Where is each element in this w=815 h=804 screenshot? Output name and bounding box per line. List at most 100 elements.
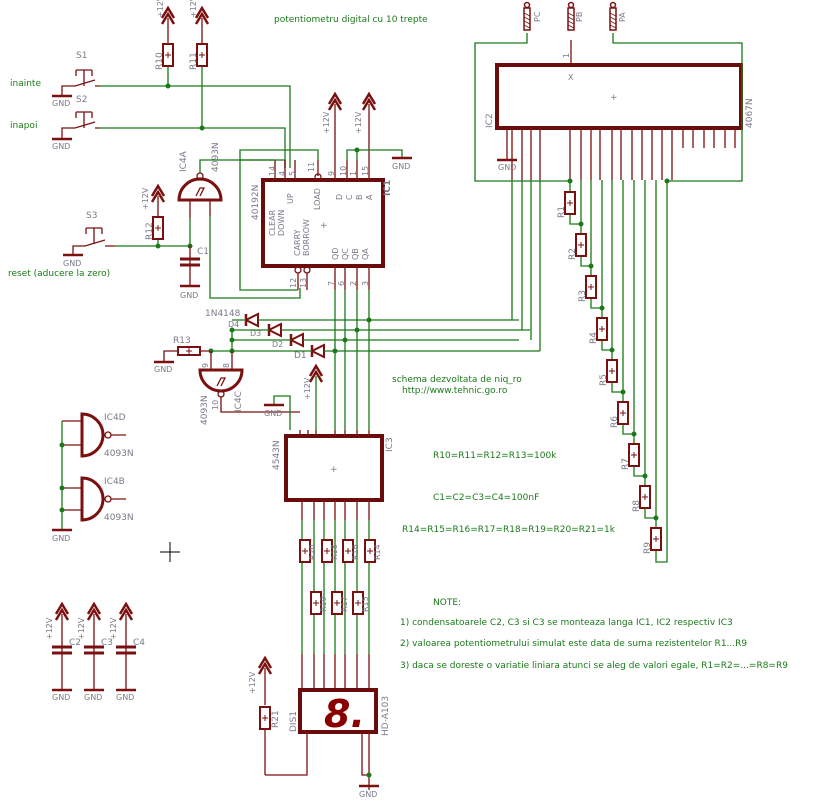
switch-s2[interactable]: S2 GND <box>50 95 100 151</box>
r6-label: R6 <box>610 416 620 428</box>
vcc-label: +12V <box>141 187 150 210</box>
ic1-pin-label: C <box>345 194 354 200</box>
ic1-pin-label: QA <box>361 248 370 260</box>
ic4c-pin: 10 <box>211 400 220 410</box>
d2-label: D2 <box>272 340 283 349</box>
gnd-label: GND <box>180 291 198 300</box>
author-url[interactable]: http://www.tehnic.go.ro <box>402 386 508 396</box>
ic1-pin-label: D <box>335 194 344 200</box>
ic1-pin-label: BORROW <box>302 219 311 256</box>
segment-resistor-values: R14=R15=R16=R17=R18=R19=R20=R21=1k <box>402 525 616 535</box>
switch-s1-label: S1 <box>76 51 87 61</box>
capacitor-c4: +12V C4 GND <box>109 602 145 702</box>
gate-ic4b: IC4B 4093N <box>62 476 134 523</box>
display-name: DIS1 <box>289 711 299 732</box>
c1-label: C1 <box>197 247 209 257</box>
ic4c-part: 4093N <box>200 395 210 425</box>
vcc-label: +12V <box>45 617 54 640</box>
ic1-name: IC1 <box>383 180 393 196</box>
gnd-label: GND <box>359 790 377 799</box>
ic1-pin-number: 11 <box>307 162 316 172</box>
author-credit: schema dezvoltata de niq_ro <box>392 375 522 385</box>
r15-label: R15 <box>361 596 370 612</box>
vcc-label: +12V <box>77 617 86 640</box>
r5-label: R5 <box>599 374 609 386</box>
capacitor-c3: +12V C3 GND <box>77 602 113 702</box>
connector-pc-label: PC <box>533 11 542 22</box>
ic1-pin-label: CLEAR <box>268 209 277 236</box>
ic1-pin-label: A <box>365 194 374 200</box>
ic1-pin-number: 7 <box>327 281 336 286</box>
display-digit: 8. <box>324 692 365 736</box>
pullup-values: R10=R11=R12=R13=100k <box>433 451 557 461</box>
r11-label: R11 <box>189 52 199 70</box>
ic1-pin-label: B <box>355 195 364 201</box>
note-2: 2) valoarea potentiometrului simulat est… <box>400 639 747 649</box>
seven-segment-display: 8. DIS1 HD-A103 GND <box>265 654 391 799</box>
ic1-pin-label: CARRY <box>293 229 302 256</box>
r7-label: R7 <box>621 458 631 470</box>
gnd-label: GND <box>116 693 134 702</box>
gate-ic4a: IC4A 4093N <box>177 142 223 218</box>
ic4c-pin: 9 <box>201 363 210 368</box>
diode-d3: D3 <box>250 322 283 338</box>
diode-d1: D1 <box>294 343 326 361</box>
resistor-r10: +12V R10 <box>155 0 176 70</box>
segment-resistors: R20 R18 R16 R14 R19 R17 R15 <box>299 520 382 654</box>
ic4b-name: IC4B <box>104 477 125 487</box>
c3-label: C3 <box>101 638 113 648</box>
capacitor-values: C1=C2=C3=C4=100nF <box>433 493 539 503</box>
ic1-pin-number: 1 <box>349 171 358 176</box>
resistor-r21: +12V R21 <box>248 656 281 775</box>
resistor-r12: +12V R12 <box>141 184 166 240</box>
ic2-multiplexer: IC2 4067N X 1 + GND <box>485 40 755 180</box>
r21-label: R21 <box>271 710 281 728</box>
r13-label: R13 <box>173 336 191 346</box>
gnd-label: GND <box>52 142 70 151</box>
switch-s2-label: S2 <box>76 95 87 105</box>
ic1-pin-label: QD <box>331 248 340 260</box>
resistor-ladder: R1 R2 R3 R4 R5 R6 R7 R8 R9 <box>557 180 668 563</box>
gate-ic4d: IC4D 4093N <box>62 412 134 459</box>
ic1-pin-number: 15 <box>361 166 370 176</box>
diode-part-label: 1N4148 <box>205 309 241 319</box>
d3-label: D3 <box>250 329 261 338</box>
input-label-reset: reset (aducere la zero) <box>8 269 110 279</box>
gnd-label: GND <box>498 163 516 172</box>
switch-s1[interactable]: S1 GND <box>50 51 100 108</box>
ic2-common-label: X <box>568 73 574 82</box>
ic1-pin-number: 4 <box>278 171 287 176</box>
switch-s3-label: S3 <box>86 211 97 221</box>
gnd-label: GND <box>63 259 81 268</box>
ic4c-pin: 8 <box>222 363 231 368</box>
connector-pa[interactable]: PA <box>609 1 627 31</box>
r19-label: R19 <box>319 596 328 612</box>
ic3-part: 4543N <box>272 440 282 470</box>
c2-label: C2 <box>69 638 81 648</box>
connector-pc[interactable]: PC <box>523 1 542 31</box>
schematic-title: potentiometru digital cu 10 trepte <box>274 15 428 25</box>
resistor-r11: +12V R11 <box>189 0 210 70</box>
ic1-pin-label: LOAD <box>313 188 322 210</box>
ic2-common-pin: 1 <box>562 53 571 58</box>
r17-label: R17 <box>340 596 349 612</box>
ic1-pin-number: 12 <box>289 278 298 288</box>
gate-ic4c: 9 8 10 4093N IC4C <box>198 351 300 425</box>
ic1-pin-number: 6 <box>337 281 346 286</box>
gnd-label: GND <box>52 693 70 702</box>
connector-pb[interactable]: PB <box>567 1 584 31</box>
ic1-pin-number: 10 <box>339 166 348 176</box>
switch-s3[interactable]: S3 GND <box>61 211 115 268</box>
vcc-label: +12V <box>303 377 312 400</box>
gnd-label: GND <box>52 99 70 108</box>
display-part: HD-A103 <box>381 696 391 736</box>
vcc-label: +12V <box>156 0 165 18</box>
ic2-name: IC2 <box>485 113 495 128</box>
ic1-pin-label: QB <box>351 248 360 260</box>
svg-text:+: + <box>320 221 328 231</box>
note-3: 3) daca se doreste o variatie liniara at… <box>400 661 788 671</box>
ic4a-part: 4093N <box>211 142 221 172</box>
note-1: 1) condensatoarele C2, C3 si C3 se monte… <box>400 618 733 628</box>
r14-label: R14 <box>373 544 382 560</box>
